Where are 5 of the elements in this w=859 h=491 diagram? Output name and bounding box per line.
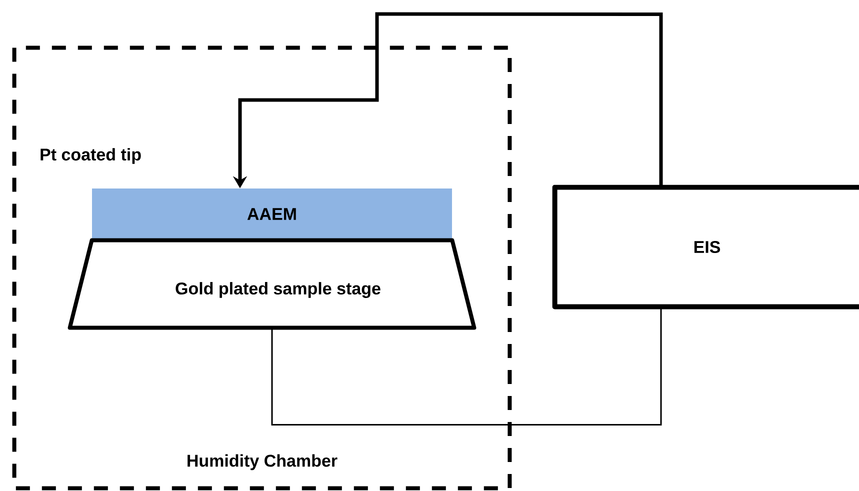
sample-stage: Gold plated sample stage <box>68 238 476 330</box>
membrane-layer: AAEM <box>92 188 452 240</box>
instrument-box: EIS <box>552 184 859 310</box>
tip-label: Pt coated tip <box>40 148 141 164</box>
connector-line <box>271 306 662 426</box>
